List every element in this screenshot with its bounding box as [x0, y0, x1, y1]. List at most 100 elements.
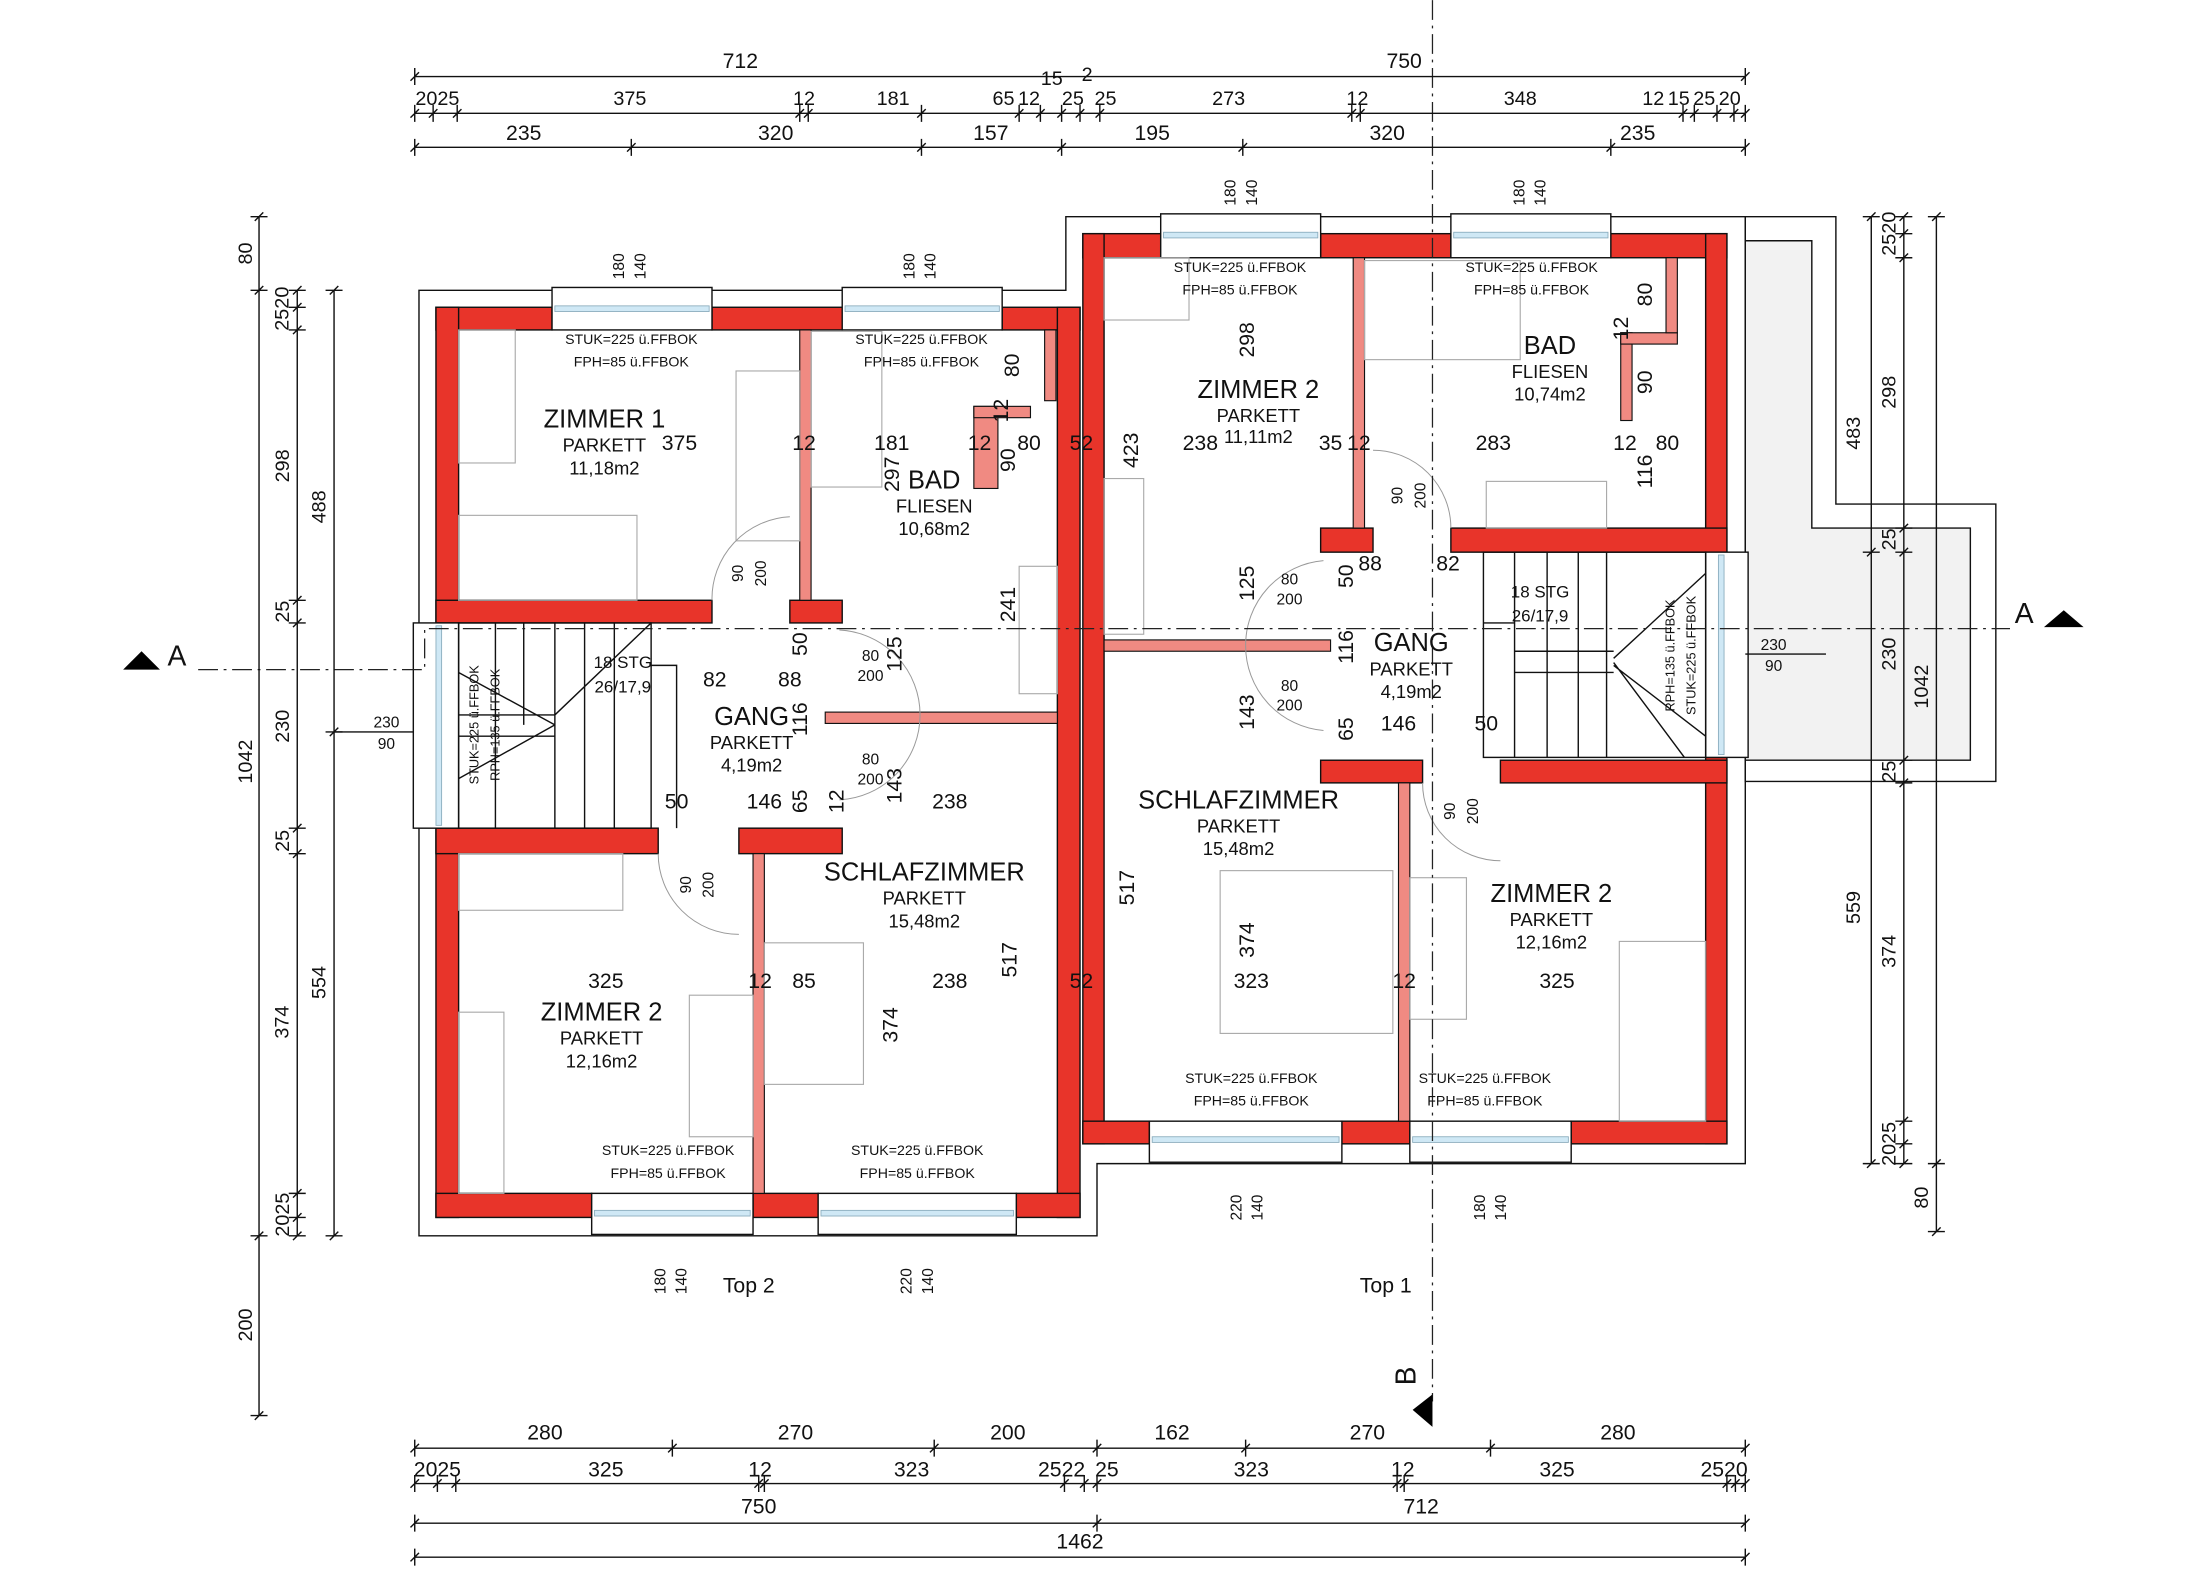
inner-dimension: 82	[703, 669, 727, 692]
dim-left-detail: 25	[272, 601, 294, 623]
room-floor: PARKETT	[883, 888, 966, 909]
dim-top-detail: 12	[1018, 88, 1040, 110]
dim-right-inner: 559	[1843, 891, 1865, 924]
door-size: 80	[862, 751, 880, 768]
dim-bottom-detail: 12	[748, 1458, 772, 1481]
dim-bottom-unit: 712	[1403, 1495, 1438, 1518]
window-dim-left: 90	[378, 736, 396, 753]
room-floor: PARKETT	[1370, 658, 1453, 679]
room-name: BAD	[908, 466, 960, 494]
inner-dimension: 374	[879, 1007, 902, 1043]
room-name: GANG	[1374, 629, 1449, 657]
window-note-fph: FPH=85 ü.FFBOK	[864, 354, 980, 370]
dimension-line	[409, 1514, 1751, 1532]
dimension-line	[334, 653, 1826, 733]
door-size: 90	[1390, 487, 1407, 505]
dim-left-outer: 1042	[235, 740, 257, 784]
dimension-line	[1895, 211, 1913, 1169]
dim-left-detail: 25	[272, 830, 294, 852]
dim-top-detail: 2025	[415, 88, 459, 110]
dim-right-outer: 80	[1911, 1187, 1933, 1209]
dim-bottom-axis: 280	[527, 1422, 562, 1445]
top2-walls	[435, 306, 1081, 1219]
dim-left-middle: 488	[309, 490, 331, 523]
dim-top-overall: 750	[1386, 50, 1421, 73]
inner-dimension: 517	[998, 942, 1021, 977]
dim-left-outer: 80	[235, 242, 257, 264]
room-floor: PARKETT	[560, 1028, 643, 1049]
inner-dimension: 12	[1392, 970, 1416, 993]
door-size: 80	[862, 648, 880, 665]
room-area: 15,48m2	[1203, 838, 1275, 859]
dim-bottom-detail: 2520	[1700, 1458, 1747, 1481]
dim-bottom-axis: 270	[778, 1422, 813, 1445]
room-floor: PARKETT	[1510, 909, 1593, 930]
section-a-left-marker-icon	[123, 651, 160, 670]
room-name: ZIMMER 2	[1491, 880, 1613, 908]
inner-dimension: 52	[1070, 432, 1094, 455]
door-size: 200	[753, 560, 770, 586]
inner-dimension: 88	[778, 669, 802, 692]
room-name: BAD	[1524, 332, 1576, 360]
dim-top-segment: 157	[973, 122, 1008, 145]
inner-dimension: 297	[881, 457, 904, 492]
stair-note: STUK=225 ü.FFBOK	[1684, 595, 1699, 715]
dim-bottom-detail: 12	[1391, 1458, 1415, 1481]
door-size: 200	[858, 668, 884, 685]
inner-dimension: 35	[1319, 432, 1343, 455]
dim-right-detail: 2025	[1878, 1122, 1900, 1166]
inner-dimension: 88	[1358, 553, 1382, 576]
window-size: 140	[674, 1268, 691, 1294]
dim-bottom-detail: 2522	[1038, 1458, 1085, 1481]
window-size: 140	[1250, 1194, 1267, 1220]
inner-dimension: 12	[1347, 432, 1371, 455]
dim-bottom-detail: 325	[588, 1458, 623, 1481]
inner-dimension: 90	[1634, 370, 1657, 394]
inner-dimension: 50	[1335, 564, 1358, 588]
room-area: 11,11m2	[1224, 426, 1293, 447]
section-a-right-marker-icon	[2043, 610, 2084, 628]
dim-left-detail: 230	[272, 710, 294, 743]
dim-top-detail: 25	[1693, 88, 1715, 110]
dim-right-detail: 374	[1878, 935, 1900, 968]
dimension-line	[250, 211, 268, 1421]
dim-top-detail: 12	[1642, 88, 1664, 110]
inner-dimension: 82	[1436, 553, 1460, 576]
room-name: ZIMMER 2	[541, 999, 663, 1027]
inner-dimension: 12	[1613, 432, 1637, 455]
inner-dimension: 374	[1236, 922, 1259, 958]
dim-right-detail: 25	[1878, 761, 1900, 783]
inner-dimension: 125	[884, 636, 907, 671]
dim-left-middle: 554	[309, 966, 331, 999]
dim-left-outer: 200	[235, 1308, 257, 1341]
door-size: 200	[1277, 592, 1303, 609]
window-note-stuk: STUK=225 ü.FFBOK	[1174, 259, 1307, 275]
window-note-fph: FPH=85 ü.FFBOK	[1427, 1093, 1543, 1109]
door-size: 200	[700, 871, 717, 897]
window-note-stuk: STUK=225 ü.FFBOK	[851, 1142, 984, 1158]
dim-bottom-axis: 280	[1600, 1422, 1635, 1445]
inner-dimension: 241	[997, 587, 1020, 622]
furniture	[458, 257, 1707, 1194]
dimension-line	[409, 1548, 1751, 1566]
dimension-line	[1927, 211, 1945, 1237]
dimension-line	[1862, 211, 1880, 1169]
dimension-line	[409, 68, 1751, 86]
inner-dimension: 65	[789, 789, 812, 813]
dim-right-detail: 298	[1878, 376, 1900, 409]
top1-staircase[interactable]	[1482, 551, 1707, 759]
inner-dimension: 80	[1634, 283, 1657, 307]
building-outline	[418, 215, 1746, 1237]
inner-dimension: 116	[1634, 455, 1657, 489]
stair-ratio: 26/17,9	[1512, 607, 1569, 626]
doors[interactable]	[657, 449, 1501, 935]
dim-top-segment: 320	[1369, 122, 1404, 145]
window-note-stuk: STUK=225 ü.FFBOK	[602, 1142, 735, 1158]
room-floor: PARKETT	[1217, 405, 1300, 426]
stair-note: STUK=225 ü.FFBOK	[466, 665, 481, 785]
window-size: 180	[652, 1268, 669, 1294]
section-a-label: A	[2015, 597, 2034, 629]
dim-top-segment: 320	[758, 122, 793, 145]
top2-staircase[interactable]	[457, 622, 678, 829]
